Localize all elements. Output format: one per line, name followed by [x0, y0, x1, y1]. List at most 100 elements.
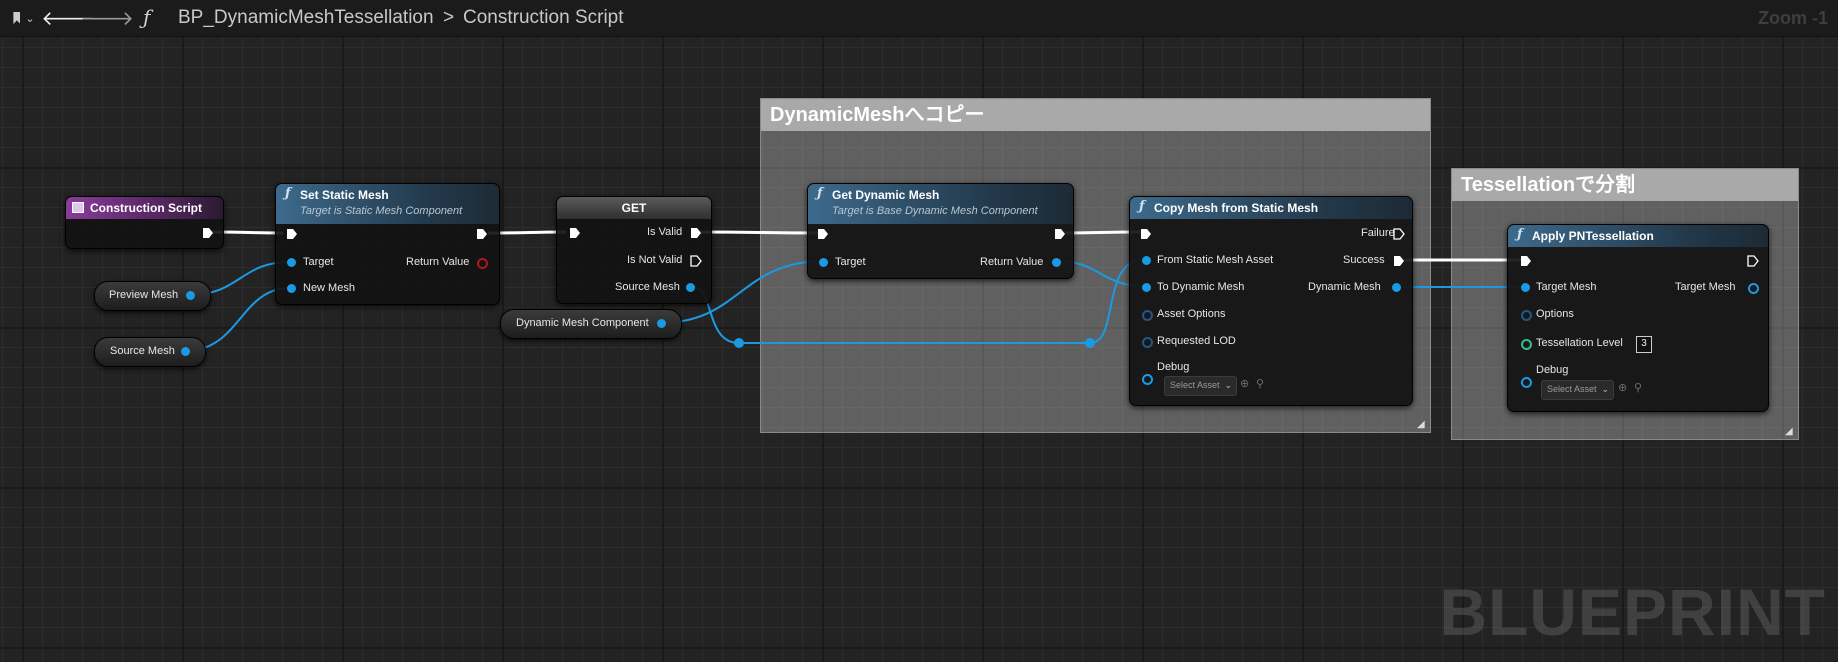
select-asset-dropdown[interactable]: Select Asset ⌄	[1164, 376, 1237, 396]
pin-options[interactable]	[1521, 310, 1532, 321]
breadcrumb-bar: ⌄ 🡐 🡒 ƒ BP_DynamicMeshTessellation > Con…	[0, 0, 1838, 37]
pin-label-new-mesh: New Mesh	[303, 282, 355, 294]
pin-label-tessellation-level: Tessellation Level	[1536, 337, 1623, 349]
use-selected-icon[interactable]: ⊕	[1240, 378, 1250, 390]
node-title: Set Static Mesh	[300, 188, 389, 202]
back-button[interactable]: 🡐	[41, 6, 95, 30]
pin-tessellation-level[interactable]	[1521, 339, 1532, 350]
pin-label-source-mesh: Source Mesh	[615, 281, 680, 293]
comment-title-copy[interactable]: DynamicMeshへコピー	[761, 99, 1430, 131]
variable-label: Source Mesh	[110, 345, 175, 357]
pin-label-return: Return Value	[980, 256, 1044, 268]
pin-target-mesh[interactable]	[1521, 283, 1530, 292]
browse-search-icon[interactable]: ⚲	[1256, 378, 1265, 390]
breadcrumb-separator: >	[443, 7, 455, 28]
node-apply-pn-tessellation[interactable]: ƒ Apply PNTessellation Target Mesh Targe…	[1507, 224, 1769, 412]
node-title: Construction Script	[90, 201, 203, 215]
variable-preview-mesh[interactable]: Preview Mesh	[94, 281, 211, 311]
use-selected-icon[interactable]: ⊕	[1618, 382, 1628, 394]
pin-label-debug: Debug	[1157, 361, 1190, 373]
pin-dynamic-mesh-out[interactable]	[1392, 283, 1401, 292]
breadcrumb-blueprint[interactable]: BP_DynamicMeshTessellation	[178, 7, 434, 28]
node-construction-script[interactable]: Construction Script	[65, 196, 224, 249]
pin-debug[interactable]	[1142, 374, 1153, 385]
pin-label-options: Options	[1536, 308, 1574, 320]
comment-title-tessellation[interactable]: Tessellationで分割	[1452, 169, 1798, 201]
pin-label-success: Success	[1343, 254, 1385, 266]
browse-search-icon[interactable]: ⚲	[1634, 382, 1643, 394]
function-icon: ƒ	[143, 5, 151, 29]
pin-asset-options[interactable]	[1142, 310, 1153, 321]
bookmark-dropdown[interactable]: ⌄	[6, 6, 42, 30]
node-header: Construction Script	[66, 197, 223, 219]
node-title: Apply PNTessellation	[1532, 229, 1654, 243]
node-get-dynamic-mesh[interactable]: ƒ Get Dynamic Mesh Target is Base Dynami…	[807, 183, 1074, 279]
pin-label-target-mesh-out: Target Mesh	[1675, 281, 1736, 293]
pin-from-static-mesh-asset[interactable]	[1142, 256, 1151, 265]
function-icon: ƒ	[1139, 199, 1145, 214]
pin-label-is-valid: Is Valid	[647, 226, 683, 238]
node-copy-mesh-from-static-mesh[interactable]: ƒ Copy Mesh from Static Mesh From Static…	[1129, 196, 1413, 406]
resize-handle-icon[interactable]: ◢	[1785, 426, 1793, 437]
node-get[interactable]: GET Is Valid Is Not Valid Source Mesh	[556, 196, 712, 304]
pin-label-requested-lod: Requested LOD	[1157, 335, 1236, 347]
pin-label-dynamic-mesh: Dynamic Mesh	[1308, 281, 1381, 293]
pin-target-mesh-out[interactable]	[1748, 283, 1759, 294]
pin-label-target-mesh: Target Mesh	[1536, 281, 1597, 293]
node-subtitle: Target is Base Dynamic Mesh Component	[832, 205, 1038, 217]
pin-target[interactable]	[287, 258, 296, 267]
pin-label-target: Target	[303, 256, 334, 268]
node-title: GET	[621, 201, 647, 215]
pin-to-dynamic-mesh[interactable]	[1142, 283, 1151, 292]
node-header: ƒ Copy Mesh from Static Mesh	[1130, 197, 1412, 219]
pin-target[interactable]	[819, 258, 828, 267]
function-icon: ƒ	[1517, 227, 1523, 242]
variable-out-pin[interactable]	[181, 347, 190, 356]
select-asset-label: Select Asset	[1547, 384, 1597, 394]
node-title: Get Dynamic Mesh	[832, 188, 940, 202]
variable-label: Dynamic Mesh Component	[516, 317, 649, 329]
blueprint-watermark: BLUEPRINT	[1439, 575, 1826, 649]
node-title: Copy Mesh from Static Mesh	[1154, 201, 1319, 215]
node-header: ƒ Set Static Mesh Target is Static Mesh …	[276, 184, 499, 224]
pin-requested-lod[interactable]	[1142, 337, 1153, 348]
pin-new-mesh[interactable]	[287, 284, 296, 293]
pin-debug[interactable]	[1521, 377, 1532, 388]
function-icon: ƒ	[817, 186, 823, 201]
select-asset-dropdown[interactable]: Select Asset ⌄	[1541, 380, 1614, 400]
chevron-down-icon: ⌄	[1224, 380, 1232, 390]
node-header: GET	[557, 197, 711, 219]
pin-label-return: Return Value	[406, 256, 470, 268]
variable-out-pin[interactable]	[657, 319, 666, 328]
pin-label-from-static-mesh-asset: From Static Mesh Asset	[1157, 254, 1274, 266]
node-set-static-mesh[interactable]: ƒ Set Static Mesh Target is Static Mesh …	[275, 183, 500, 305]
pin-source-mesh[interactable]	[686, 283, 695, 292]
tessellation-level-input[interactable]: 3	[1636, 336, 1652, 353]
breadcrumb-construction-script[interactable]: Construction Script	[463, 7, 624, 28]
bookmark-icon	[13, 12, 21, 24]
pin-label-is-not-valid: Is Not Valid	[627, 254, 683, 266]
node-header: ƒ Get Dynamic Mesh Target is Base Dynami…	[808, 184, 1073, 224]
pin-label-asset-options: Asset Options	[1157, 308, 1226, 320]
select-asset-label: Select Asset	[1170, 380, 1220, 390]
node-subtitle: Target is Static Mesh Component	[300, 205, 463, 217]
function-icon: ƒ	[285, 186, 291, 201]
event-icon	[72, 202, 84, 213]
chevron-down-icon: ⌄	[25, 12, 35, 25]
pin-return-value[interactable]	[477, 258, 488, 269]
resize-handle-icon[interactable]: ◢	[1417, 419, 1425, 430]
arrow-left-icon: 🡐	[41, 7, 95, 30]
pin-return-value[interactable]	[1052, 258, 1061, 267]
pin-label-failure: Failure	[1361, 227, 1395, 239]
variable-label: Preview Mesh	[109, 289, 179, 301]
chevron-down-icon: ⌄	[1601, 384, 1609, 394]
pin-label-target: Target	[835, 256, 866, 268]
variable-out-pin[interactable]	[186, 291, 195, 300]
variable-source-mesh[interactable]: Source Mesh	[94, 337, 206, 367]
node-header: ƒ Apply PNTessellation	[1508, 225, 1768, 247]
pin-label-debug: Debug	[1536, 364, 1569, 376]
zoom-level: Zoom -1	[1758, 8, 1828, 28]
pin-label-to-dynamic-mesh: To Dynamic Mesh	[1157, 281, 1245, 293]
forward-button[interactable]: 🡒	[80, 6, 134, 30]
variable-dynamic-mesh-component[interactable]: Dynamic Mesh Component	[500, 309, 682, 339]
